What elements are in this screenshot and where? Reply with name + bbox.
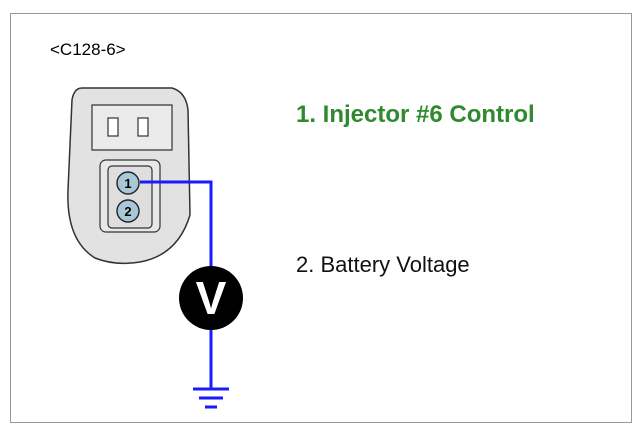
connector-id-label: <C128-6> <box>50 40 126 59</box>
pin-1-label: 1. Injector #6 Control <box>296 101 535 128</box>
connector-latch-right <box>137 117 149 137</box>
pin-1 <box>116 171 140 195</box>
voltmeter-icon <box>179 266 243 330</box>
pin-2 <box>116 199 140 223</box>
pin-2-label: 2. Battery Voltage <box>296 252 470 277</box>
ground-icon <box>193 387 229 409</box>
pin-1-wire <box>140 180 213 268</box>
pin-2-number: 2 <box>124 204 131 219</box>
voltmeter-symbol: V <box>196 272 227 324</box>
pin-1-number: 1 <box>124 176 131 191</box>
connector-top-window <box>91 104 173 151</box>
connector-latch-left <box>107 117 119 137</box>
